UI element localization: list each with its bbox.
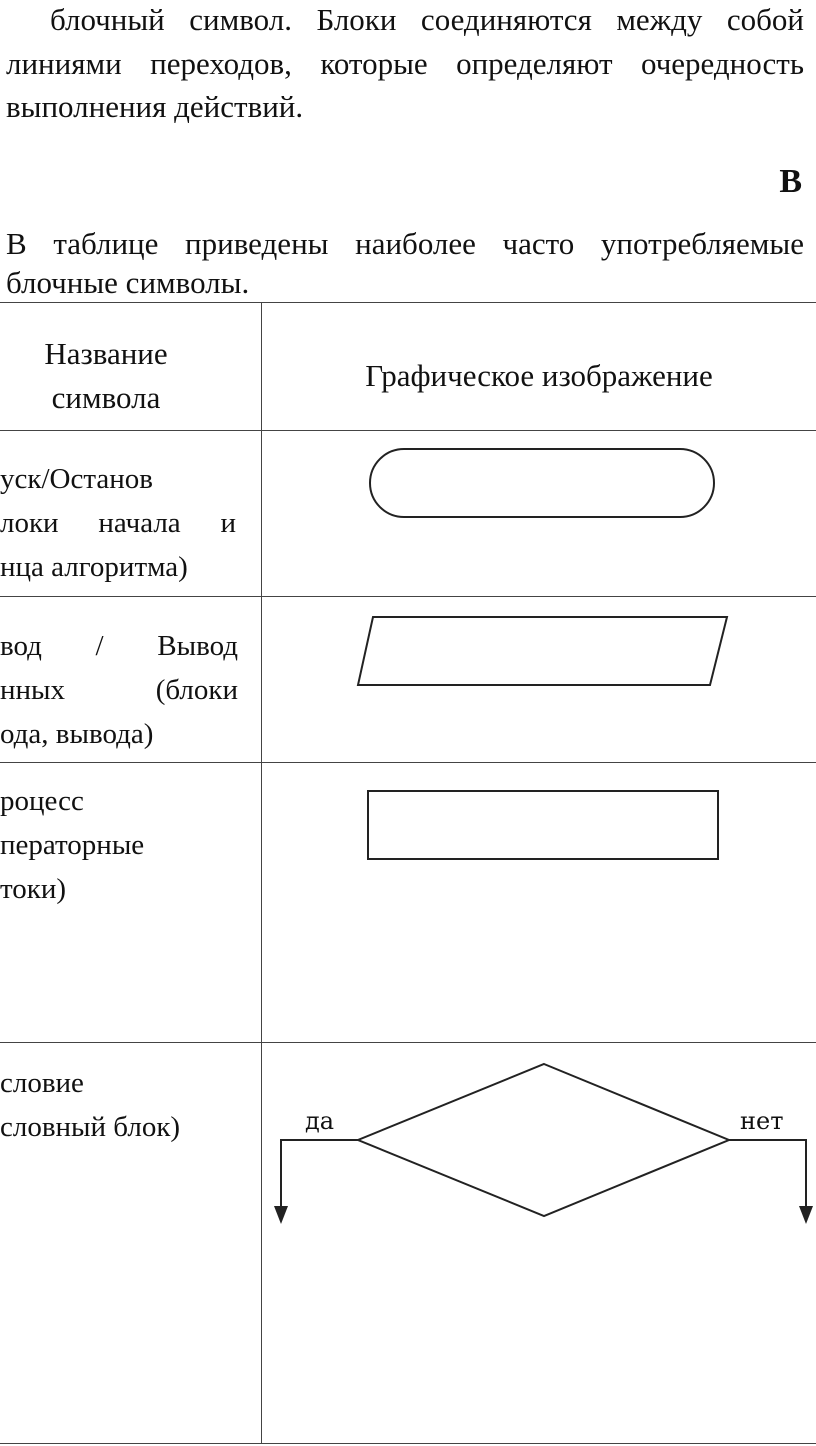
row-decision-label-1: словие	[0, 1067, 84, 1099]
row-decision-label-2: словный блок)	[0, 1111, 181, 1143]
table-intro-line-2: блочные символы.	[6, 265, 250, 300]
row-terminator-label-1: уск/Останов	[0, 463, 153, 495]
header-name-line-2: символа	[51, 380, 161, 415]
section-heading-letter: В	[779, 163, 802, 200]
table-bottom-border	[0, 1443, 816, 1444]
row-process-label-3: токи)	[0, 873, 67, 905]
row-io-label-2: нных (блоки	[0, 674, 238, 706]
row-terminator-label-2: локи начала и	[0, 507, 236, 539]
table-column-divider	[261, 303, 262, 1444]
table-top-border	[0, 302, 816, 303]
intro-line-1: блочный символ. Блоки соединяются между …	[50, 2, 804, 37]
table-row1-border	[0, 596, 816, 597]
decision-no-label: нет	[740, 1107, 784, 1135]
intro-line-3: выполнения действий.	[6, 89, 304, 124]
table-row3-border	[0, 1042, 816, 1043]
row-io-label-3: ода, вывода)	[0, 718, 154, 750]
intro-line-2: линиями переходов, которые определяют оч…	[6, 46, 804, 81]
table-intro-line-1: В таблице приведены наиболее часто употр…	[6, 226, 804, 261]
header-image: Графическое изображение	[365, 358, 713, 393]
row-process-label-1: роцесс	[0, 785, 84, 817]
row-terminator-label-3: нца алгоритма)	[0, 551, 188, 583]
decision-yes-label: да	[305, 1107, 335, 1135]
table-header-border	[0, 430, 816, 431]
row-process-label-2: ператорные	[0, 829, 145, 861]
table-row2-border	[0, 762, 816, 763]
header-name-line-1: Название	[44, 336, 168, 371]
row-io-label-1: вод / Вывод	[0, 630, 238, 662]
